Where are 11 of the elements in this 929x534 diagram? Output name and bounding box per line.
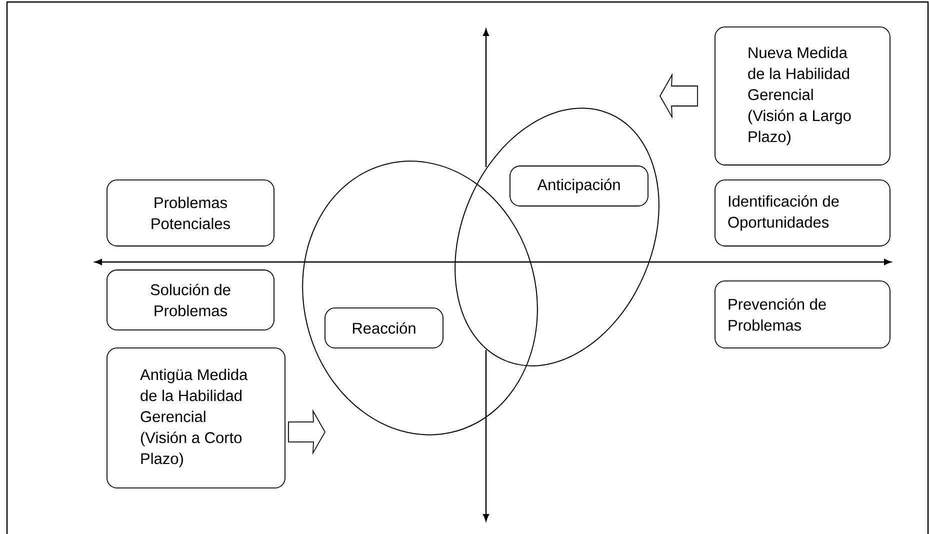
text-box: Reacción [324,308,444,348]
text-box: Problemas Potenciales [106,180,274,246]
text-box: Prevención de Problemas [714,280,890,348]
block-arrow [288,409,326,455]
text-box: Anticipación [510,166,648,206]
ellipse [302,160,538,436]
text-box: Solución de Problemas [106,270,274,330]
text-box: Antigüa Medida de la Habilidad Gerencial (Visión a Corto Plazo) [106,348,286,488]
text-box: Identificación de Oportunidades [714,180,890,246]
block-arrow [659,73,698,119]
text-box: Nueva Medida de la Habilidad Gerencial (Visión a Largo Plazo) [714,26,890,166]
